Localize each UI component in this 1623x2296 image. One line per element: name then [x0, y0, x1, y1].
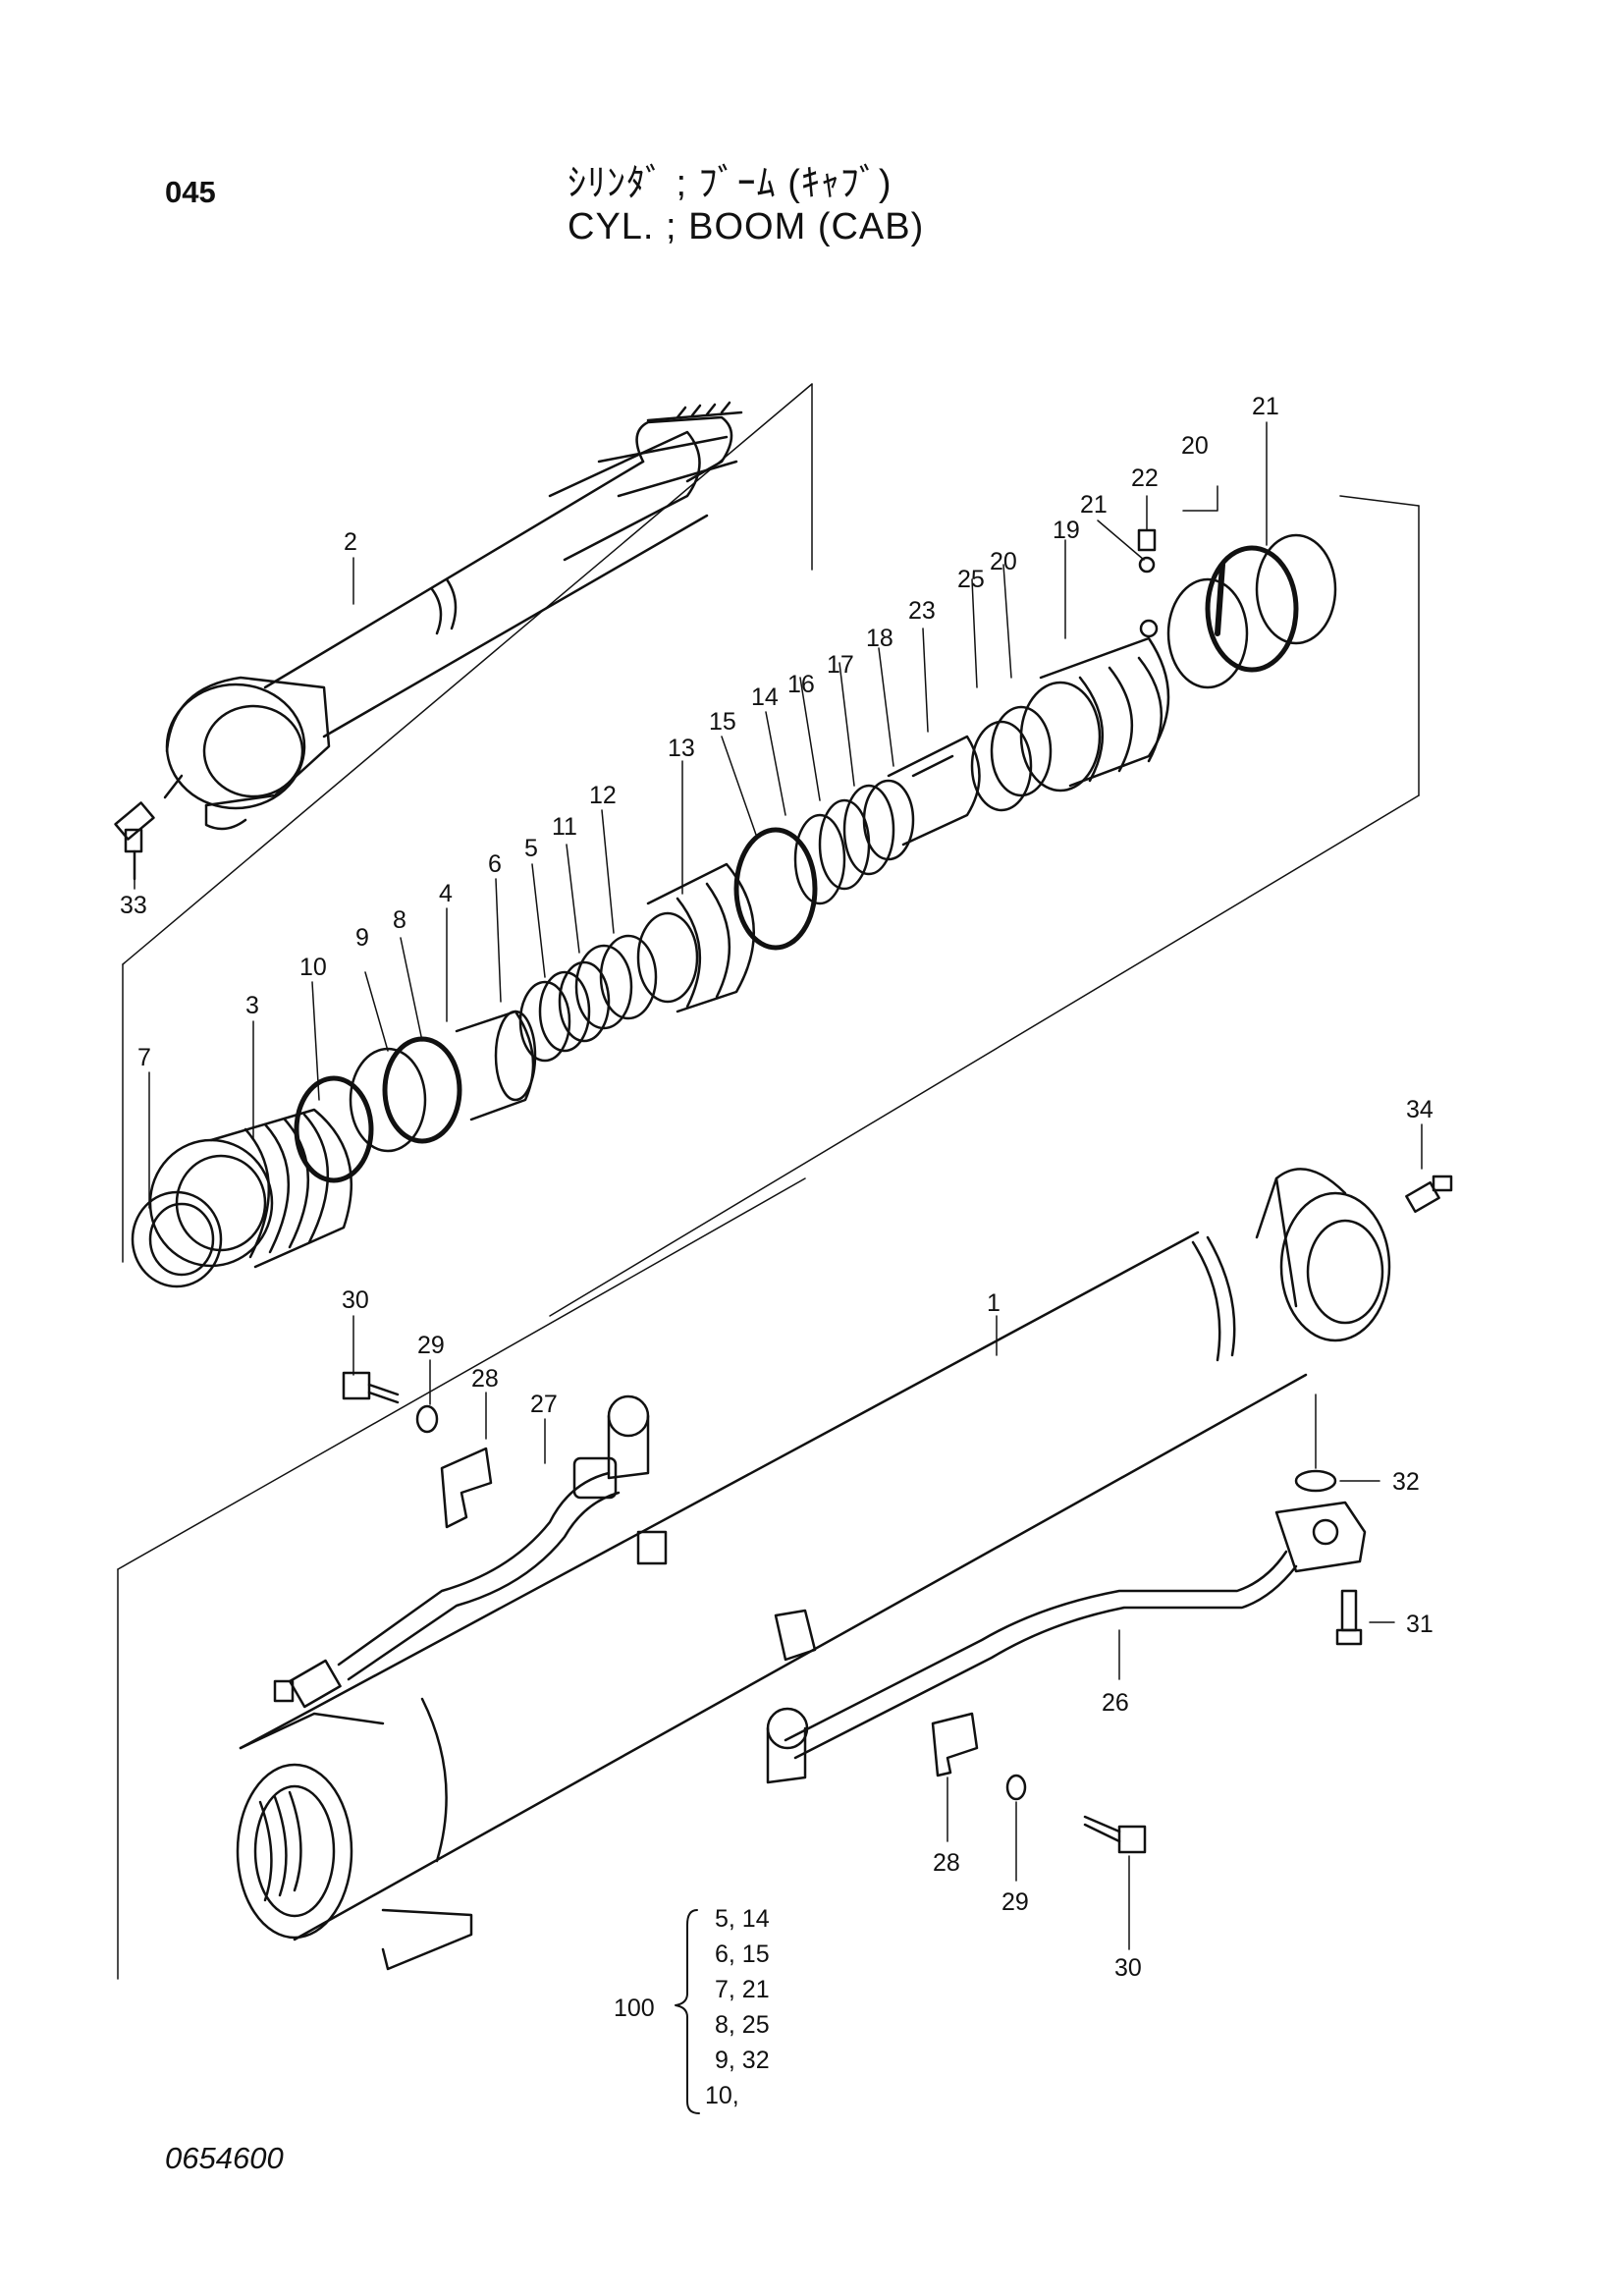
- kit-bracket: [675, 1909, 700, 2114]
- pipe-upper: [273, 1394, 650, 1709]
- callout-label: 25: [957, 566, 985, 593]
- callout-label: 21: [1080, 491, 1108, 519]
- kit-line: 9, 32: [715, 2047, 770, 2074]
- callout-label: 15: [709, 708, 736, 736]
- callout-label: 21: [1252, 393, 1279, 420]
- kit-line: 5, 14: [715, 1905, 770, 1933]
- callout-label: 13: [668, 735, 695, 762]
- callout-label: 20: [990, 548, 1017, 575]
- kit-line: 8, 25: [715, 2011, 770, 2039]
- callout-label: 3: [245, 992, 259, 1019]
- page-number: 045: [165, 175, 216, 209]
- grease-fitting-tube: [1405, 1175, 1453, 1214]
- exploded-box-outline: [117, 383, 1420, 1980]
- bolt-upper: [342, 1371, 439, 1434]
- bolt-lower: [1083, 1815, 1147, 1854]
- callout-label: 5: [524, 835, 538, 862]
- callout-label: 22: [1131, 465, 1159, 492]
- callout-label: 26: [1102, 1689, 1129, 1717]
- callout-label: 34: [1406, 1096, 1434, 1123]
- bracket-lower: [774, 1609, 1027, 1801]
- callout-label: 19: [1053, 517, 1080, 544]
- kit-number: 100: [614, 1995, 655, 2022]
- callout-label: 30: [1114, 1954, 1142, 1982]
- callout-label: 8: [393, 906, 406, 934]
- leader-lines: [134, 421, 1423, 1950]
- callout-label: 33: [120, 892, 147, 919]
- kit-list: 100 5, 14 6, 15 7, 21 8, 25 9, 32 10,: [614, 1905, 770, 2109]
- callout-label: 29: [1001, 1888, 1029, 1916]
- callout-label: 32: [1392, 1468, 1420, 1496]
- callout-label: 30: [342, 1286, 369, 1314]
- callout-labels: 2 3 10 9 8 4 6 5 11 12 13 15 14 16 17 18…: [120, 393, 1434, 1982]
- bracket-upper: [440, 1447, 668, 1565]
- callout-label: 23: [908, 597, 936, 625]
- callout-label: 12: [589, 782, 617, 809]
- callout-label: 1: [987, 1289, 1001, 1317]
- document-code: 0654600: [165, 2141, 284, 2175]
- cylinder-tube: [236, 1168, 1391, 1971]
- callout-label: 6: [488, 850, 502, 878]
- kit-line: 6, 15: [715, 1941, 770, 1968]
- callout-label: 20: [1181, 432, 1209, 460]
- callout-label: 14: [751, 683, 779, 711]
- grease-fitting-rod: [114, 801, 155, 881]
- kit-line: 7, 21: [715, 1976, 770, 2003]
- callout-label: 28: [933, 1849, 960, 1877]
- callout-label: 16: [787, 671, 815, 698]
- callout-label: 28: [471, 1365, 499, 1393]
- callout-label: 4: [439, 880, 453, 907]
- callout-label: 11: [552, 813, 577, 841]
- cylinder-head: [131, 1108, 353, 1288]
- piston-rod: [163, 401, 743, 831]
- callout-label: 18: [866, 625, 893, 652]
- pipe-lower: [766, 1469, 1367, 1784]
- callout-label: 31: [1406, 1611, 1434, 1638]
- kit-line: 10,: [705, 2082, 739, 2109]
- callout-label: 2: [344, 528, 357, 556]
- callout-label: 17: [827, 651, 854, 679]
- callout-label: 7: [137, 1044, 151, 1071]
- callout-label: 29: [417, 1332, 445, 1359]
- title-japanese: ｼﾘﾝﾀﾞ ; ﾌﾞｰﾑ (ｷｬﾌﾞ): [568, 163, 893, 204]
- callout-label: 10: [299, 954, 327, 981]
- callout-label: 9: [355, 924, 369, 952]
- title-english: CYL. ; BOOM (CAB): [568, 206, 925, 247]
- callout-label: 27: [530, 1391, 558, 1418]
